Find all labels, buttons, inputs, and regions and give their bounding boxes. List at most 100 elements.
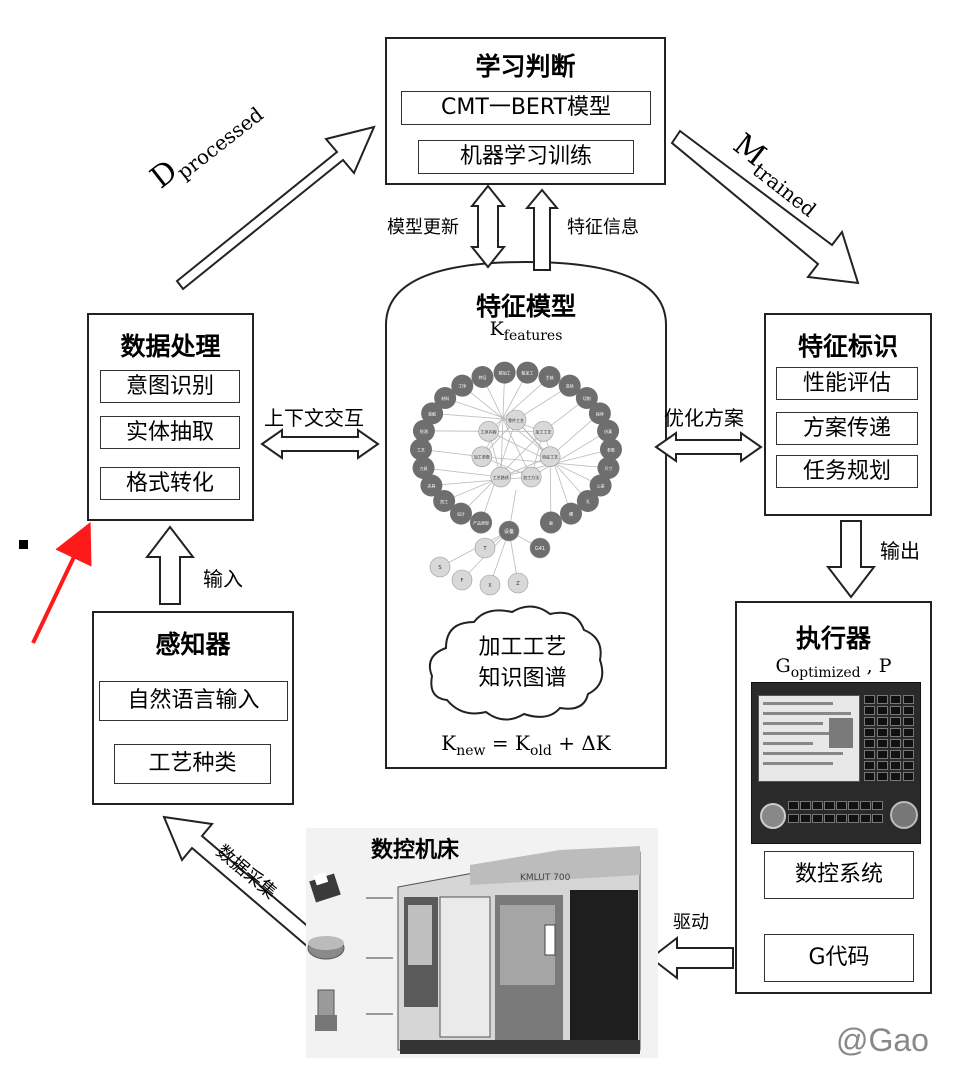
cloud-line-2: 知识图谱 [478,666,567,691]
controller-key [877,695,888,704]
graph-node-outer [433,490,456,513]
controller-key [864,706,875,715]
executor-box: 执行器 Goptimized , P 数控系统 G代码 [735,601,932,994]
controller-key [903,772,914,781]
graph-node-outer [434,387,457,410]
graph-node-outer-label: 加工 [440,498,448,504]
graph-node-bottom-label: T [482,546,487,552]
graph-node-outer-label: 孔 [586,498,590,504]
learning-title: 学习判断 [475,52,576,81]
controller-key [788,801,799,810]
context-arrow [260,428,380,460]
graph-node-inner-label: 工艺路线 [493,474,509,480]
controller-key [836,814,847,823]
entity-extraction: 实体抽取 [100,416,240,449]
perceiver-box: 感知器 自然语言输入 工艺种类 [92,611,294,805]
small-square-marker [19,540,28,549]
graph-node-bottom-label: X [488,583,492,589]
controller-key [890,695,901,704]
controller-key [890,772,901,781]
data-processing-title: 数据处理 [120,332,221,361]
data-processing-box: 数据处理 意图识别 实体抽取 格式转化 [87,313,254,521]
graph-node-inner [539,446,561,467]
graph-node-outer [558,374,581,397]
graph-node-outer-label: 产品原型 [473,520,489,526]
controller-key [877,761,888,770]
controller-key [864,728,875,737]
controller-screen [758,695,860,782]
machine-title: 数控机床 [371,838,460,863]
input-label: 输入 [203,567,243,591]
natural-language-input: 自然语言输入 [99,681,288,721]
graph-node-outer [516,361,539,384]
graph-node-outer-label: 检测 [420,428,428,434]
graph-node-outer-label: 主轴 [546,374,554,380]
controller-key [864,772,875,781]
controller-key [800,801,811,810]
spindle-dial [760,803,786,829]
process-type: 工艺种类 [114,744,271,784]
graph-node-inner [478,420,499,442]
graph-node-inner-label: 特征工艺 [542,454,558,460]
feed-dial [890,801,918,829]
controller-key [903,717,914,726]
watermark: @Gao [836,1022,929,1058]
cnc-machine-illustration: KMLUT 700 [306,828,658,1058]
optimize-label: 优化方案 [664,406,744,430]
graph-node-bottom [479,574,501,596]
graph-node-inner [505,409,527,431]
model-update-arrow [469,184,507,269]
graph-node-inner-label: 零件工艺 [508,417,524,423]
graph-node-outer [597,456,620,479]
plan-transfer: 方案传递 [776,412,918,445]
controller-key [890,728,901,737]
graph-node-outer-label: 精加工 [499,370,511,376]
graph-node-outer [412,456,435,479]
feature-model-title: 特征模型 [475,292,576,321]
controller-key [860,801,871,810]
graph-node-inner-label: 加工方法 [523,474,539,480]
controller-key [877,750,888,759]
controller-key [872,801,883,810]
graph-node-bottom-label: G41 [535,546,545,552]
input-arrow [144,525,196,605]
graph-node-outer-label: 材料 [441,395,449,401]
graph-node-outer-label: 设计 [457,511,465,517]
controller-key [824,801,835,810]
graph-node-outer-label: 尺寸 [604,465,612,471]
graph-node-bottom-label: Z [516,581,520,587]
controller-key [877,717,888,726]
graph-node-outer-label: 面 [549,521,553,526]
executor-title: 执行器 [795,624,871,653]
graph-node-outer-label: 粗加工 [521,370,533,376]
output-arrow [825,520,877,599]
graph-node-outer-label: 装配 [428,410,436,416]
feature-marking-box: 特征标识 性能评估 方案传递 任务规划 [764,313,932,516]
k-update-formula: Knew = Kold + ΔK [441,731,611,759]
graph-node-inner-label: 加工工艺 [535,428,551,434]
graph-node-outer-label: 公差 [597,483,605,489]
graph-node-inner-label: 加工参数 [474,454,490,460]
graph-node-bottom-label: S [438,565,441,571]
graph-node-outer [599,438,622,461]
machine-brand-text: KMLUT 700 [520,873,571,883]
controller-key [812,814,823,823]
graph-node-outer-label: 参数 [607,446,615,452]
graph-node-outer [420,474,443,497]
knowledge-graph: 产品原型设计加工夹具刀具工艺检测装配材料工序特征精加工粗加工主轴进给切削程序仿真… [410,361,622,596]
controller-key [788,814,799,823]
controller-key [860,814,871,823]
graph-node-outer [576,490,599,513]
controller-key [903,728,914,737]
graph-node-outer-label: 槽 [569,511,573,517]
model-update-label: 模型更新 [387,217,459,238]
g-code: G代码 [764,934,914,982]
graph-node-outer [493,361,516,384]
controller-key [864,739,875,748]
controller-key [903,750,914,759]
controller-key [812,801,823,810]
graph-node-inner [533,420,554,442]
graph-node-bottom [451,569,473,591]
controller-key [864,750,875,759]
controller-key [903,739,914,748]
